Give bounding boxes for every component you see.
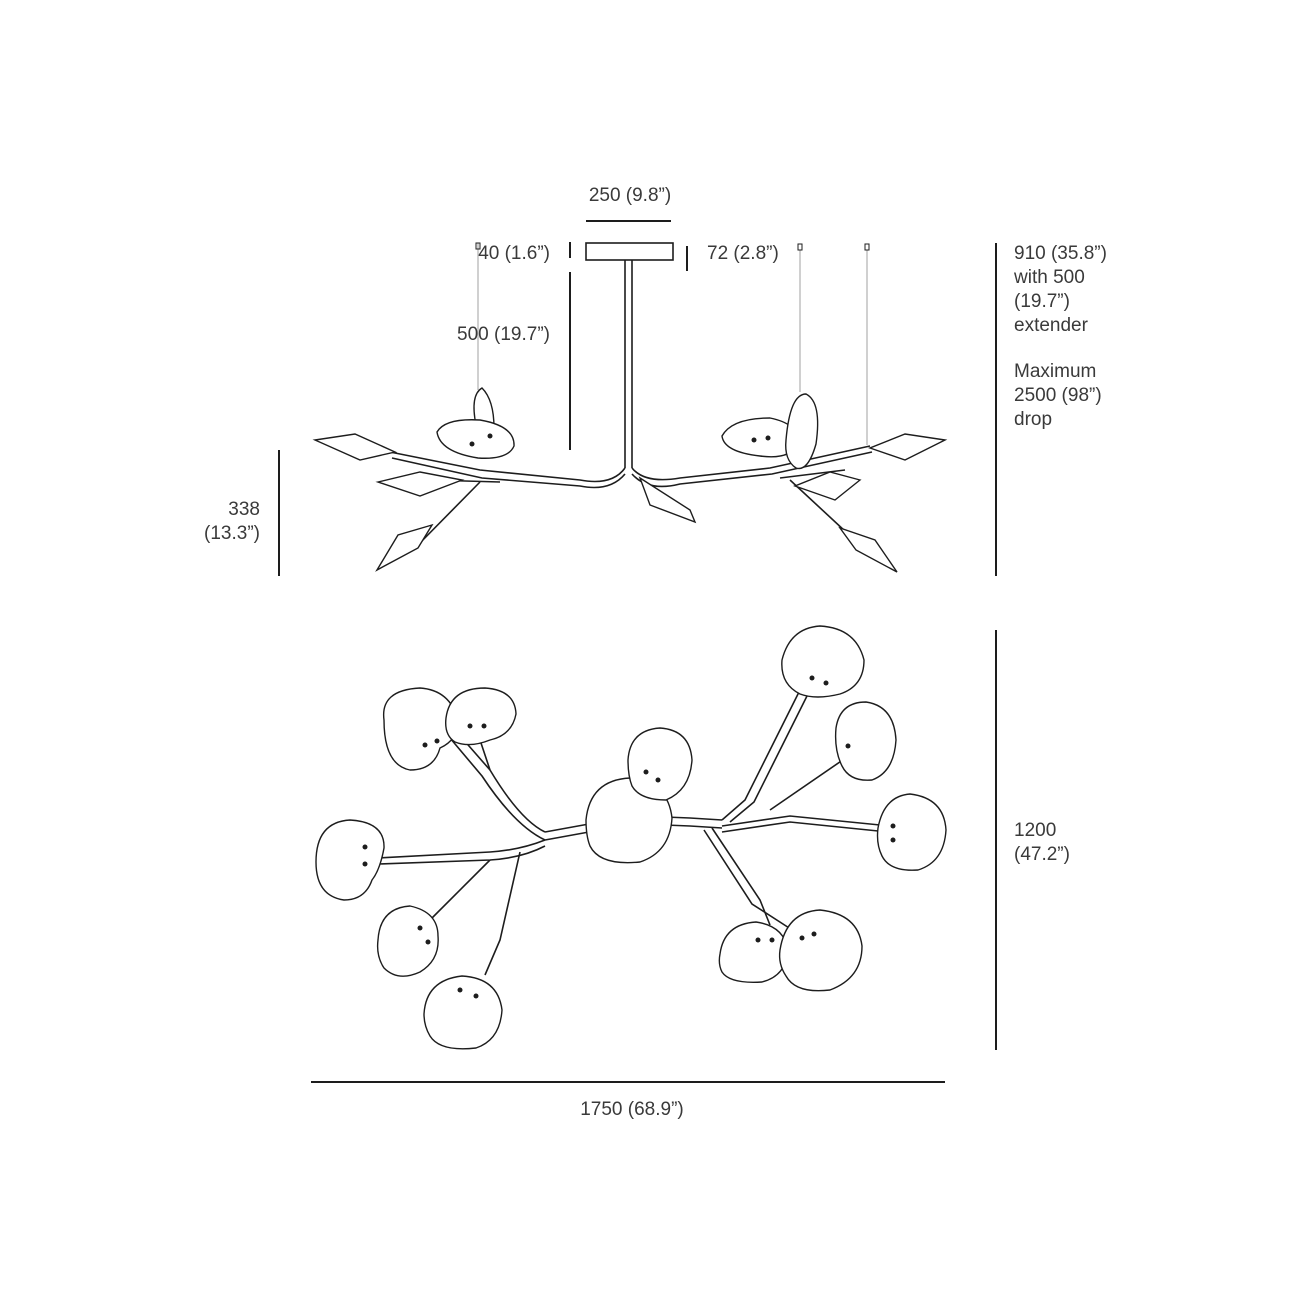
plan-arm-left-diag (429, 859, 491, 921)
plan-arm-right-branch (769, 754, 851, 811)
plan-arm-right-down (711, 827, 771, 926)
depth-value: 1200 (1014, 820, 1057, 841)
plan-disc-shade (781, 625, 865, 698)
rod-length-label: 500 (19.7”) (457, 324, 550, 345)
main-arm-left (389, 451, 626, 483)
socket-dot (845, 743, 851, 749)
depth-inches: (47.2”) (1014, 844, 1070, 865)
socket-dot (809, 675, 815, 681)
fixture-height-value: 338 (228, 499, 260, 520)
diamond-shade-right-top (867, 433, 948, 461)
plan-arm-right-horizontal (721, 815, 891, 827)
max-drop-line: Maximum (1014, 361, 1097, 382)
socket-dot (457, 987, 463, 993)
socket-dot (481, 723, 487, 729)
plan-arm-left-horizontal (377, 839, 546, 859)
socket-dot (473, 993, 479, 999)
diamond-shade-center (638, 476, 697, 524)
disc-shade-right-upright (785, 393, 819, 470)
disc-shade-left-flat (436, 419, 515, 459)
plan-disc-shade (315, 819, 385, 901)
plan-disc-shade (778, 909, 863, 992)
socket-dot (362, 861, 368, 867)
max-drop-line: drop (1014, 409, 1053, 430)
socket-dot (469, 441, 475, 447)
plan-arm-left-long (484, 851, 521, 976)
overall-width-label: 1750 (68.9”) (580, 1099, 684, 1120)
canopy-width-label: 250 (9.8”) (588, 185, 672, 206)
socket-dot (434, 738, 440, 744)
plan-arm-left-upper (454, 729, 546, 833)
wire-anchor-far-right (864, 243, 870, 251)
plan-disc-shade (876, 793, 947, 871)
overall-height-line: extender (1014, 315, 1088, 336)
plan-disc-shade (376, 905, 439, 977)
sub-arm-right-mid (779, 469, 846, 479)
main-arm-right-lower (631, 451, 873, 488)
plan-arm-left-branch (479, 739, 491, 771)
socket-dot (751, 437, 757, 443)
overall-height-line: 910 (35.8”) (1014, 243, 1107, 264)
main-arm-right (631, 445, 871, 481)
diamond-shade-left-top (312, 433, 398, 461)
plan-arm-left-upper-b (449, 737, 546, 841)
overall-height-line: (19.7”) (1014, 291, 1070, 312)
disc-shade-left-upright (473, 387, 495, 429)
plan-disc-shade (423, 975, 503, 1050)
canopy-height-label: 40 (1.6”) (478, 243, 550, 264)
socket-dot (655, 777, 661, 783)
fixture-height-inches: (13.3”) (204, 523, 260, 544)
plan-disc-shade (585, 777, 673, 864)
plan-disc-shade (445, 687, 517, 746)
canopy (585, 242, 674, 261)
side-elevation-view (278, 220, 997, 576)
socket-dot (890, 823, 896, 829)
diamond-shade-right-mid (793, 471, 862, 501)
socket-dot (799, 935, 805, 941)
overall-height-line: with 500 (1014, 267, 1085, 288)
max-drop-label: Maximum 2500 (98”) drop (1014, 360, 1102, 432)
plan-disc-shade (834, 701, 897, 781)
socket-dot (890, 837, 896, 843)
plan-arm-right-up-b (729, 693, 809, 823)
socket-dot (755, 937, 761, 943)
socket-dot (362, 844, 368, 850)
plan-disc-shade (718, 921, 789, 983)
depth-label: 1200 (47.2”) (1014, 819, 1070, 867)
plan-arm-right-up (721, 689, 801, 821)
socket-dot (422, 742, 428, 748)
overall-height-label: 910 (35.8”) with 500 (19.7”) extender (1014, 242, 1107, 338)
socket-dot (425, 939, 431, 945)
socket-dot (823, 680, 829, 686)
socket-dot (769, 937, 775, 943)
socket-dot (811, 931, 817, 937)
socket-dot (643, 769, 649, 775)
max-drop-line: 2500 (98”) (1014, 385, 1102, 406)
plan-disc-shade (627, 727, 693, 801)
sub-arm-left-down (414, 481, 481, 549)
socket-dot (487, 433, 493, 439)
wire-anchor-left (475, 242, 481, 250)
socket-dot (417, 925, 423, 931)
diamond-shade-left-bottom (375, 523, 434, 572)
plan-arm-right-horizontal-b (721, 821, 889, 833)
plan-arm-left-horizontal-b (377, 845, 546, 865)
socket-dot (467, 723, 473, 729)
wire-anchor-mid-right (797, 243, 803, 251)
fixture-height-label: 338 (13.3”) (160, 498, 260, 546)
socket-dot (765, 435, 771, 441)
canopy-thickness-label: 72 (2.8”) (707, 243, 779, 264)
diamond-shade-right-bottom (838, 526, 898, 573)
plan-arm-right-down-b (703, 829, 801, 936)
diamond-shade-left-mid (375, 471, 465, 497)
main-arm-left-lower (391, 457, 626, 489)
top-plan-view (311, 625, 997, 1083)
